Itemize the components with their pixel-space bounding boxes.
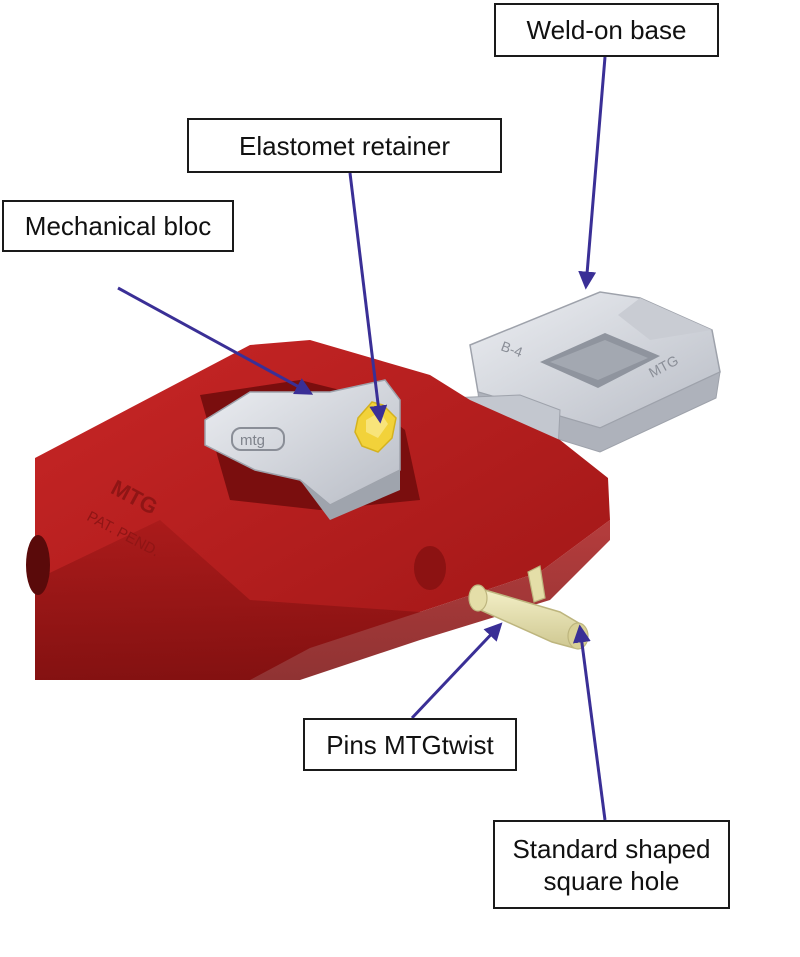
label-mechanical-bloc-text: Mechanical bloc [24, 211, 212, 241]
arrow-standard-square-hole [572, 624, 607, 821]
label-pins-mtgtwist-text: Pins MTGtwist [326, 729, 494, 760]
label-standard-square-hole-line1: Standard shaped [512, 833, 711, 864]
label-standard-square-hole: Standard shaped square hole [493, 820, 730, 909]
label-mechanical-bloc: Mechanical bloc [2, 200, 234, 252]
label-elastomet-retainer: Elastomet retainer [187, 118, 502, 173]
label-weld-on-base: Weld-on base [494, 3, 719, 57]
label-weld-on-base-text: Weld-on base [526, 15, 687, 45]
mechanical-bloc-brand-text: mtg [240, 432, 265, 449]
arrow-weld-on-base [578, 56, 607, 290]
callout-arrows [117, 56, 607, 821]
weld-on-base: B-4 MTG [469, 291, 721, 453]
label-elastomet-retainer-text: Elastomet retainer [239, 130, 450, 161]
label-pins-mtgtwist: Pins MTGtwist [303, 718, 517, 771]
arrow-pins-mtgtwist [410, 622, 503, 720]
arrow-mechanical-bloc [117, 286, 314, 395]
arrow-elastomet-retainer [348, 172, 388, 424]
weld-base-code-text: B-4 [499, 338, 525, 361]
label-standard-square-hole-line2: square hole [543, 865, 680, 896]
